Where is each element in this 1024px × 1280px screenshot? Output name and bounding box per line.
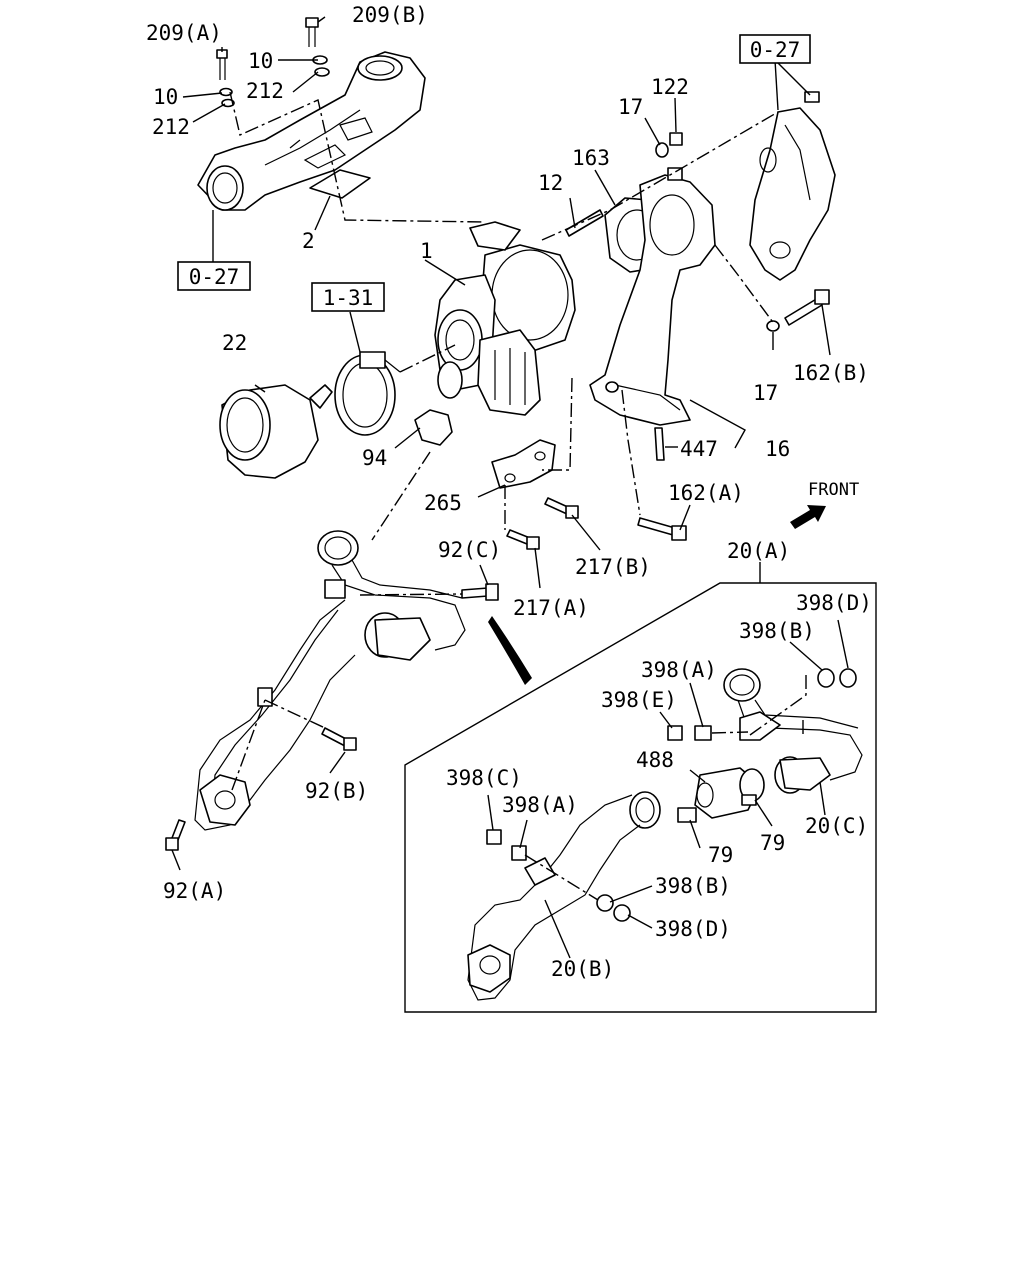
ref-1-31-label: 1-31 [323, 286, 374, 310]
part-labels: 209(A) 209(B) 10 212 10 212 2 1 12 163 1… [146, 3, 872, 981]
label-20c: 20(C) [805, 814, 868, 838]
label-92a: 92(A) [163, 879, 226, 903]
v-band-clamp-part [334, 351, 401, 436]
label-10-upper: 10 [248, 49, 273, 73]
front-direction-arrow-icon [790, 505, 826, 529]
leader-lines [171, 16, 849, 959]
inset-pipe-488-part [677, 767, 765, 823]
label-17-top: 17 [618, 95, 643, 119]
exhaust-elbow-part [197, 51, 426, 211]
view-indicator-arrow-icon [488, 616, 532, 685]
label-92c: 92(C) [438, 538, 501, 562]
label-398a-top: 398(A) [641, 658, 717, 682]
label-122: 122 [651, 75, 689, 99]
ref-box-0-27-left: 0-27 [177, 261, 251, 291]
inset-pipe-20b-part [467, 791, 661, 1001]
label-209a: 209(A) [146, 21, 222, 45]
detail-inset-box [404, 582, 877, 1013]
label-10-lower: 10 [153, 85, 178, 109]
label-398b-lower: 398(B) [655, 874, 731, 898]
bolt-92b-part [321, 727, 357, 751]
oil-pipe-assembly-part [194, 530, 466, 831]
bolt-209b-part [305, 17, 319, 47]
label-2: 2 [302, 229, 315, 253]
heat-shield-bracket-part [749, 91, 836, 281]
nut-122-part [669, 132, 683, 146]
label-162a: 162(A) [668, 481, 744, 505]
label-162b: 162(B) [793, 361, 869, 385]
label-398c: 398(C) [446, 766, 522, 790]
inset-pipe-20c-part [723, 668, 863, 794]
label-398e: 398(E) [601, 688, 677, 712]
inset-seals-398-part [486, 668, 857, 922]
gasket-94-part [414, 409, 453, 446]
dash-dot-alignment-lines [229, 91, 807, 901]
label-209b: 209(B) [352, 3, 428, 27]
label-398d-top: 398(D) [796, 591, 872, 615]
label-398d-lower: 398(D) [655, 917, 731, 941]
label-20a: 20(A) [727, 539, 790, 563]
label-488: 488 [636, 748, 674, 772]
label-212-lower: 212 [152, 115, 190, 139]
ref-box-0-27-top: 0-27 [739, 34, 811, 64]
label-79-right: 79 [760, 831, 785, 855]
gasket-2-part [309, 169, 371, 199]
label-92b: 92(B) [305, 779, 368, 803]
label-447: 447 [680, 437, 718, 461]
label-94: 94 [362, 446, 387, 470]
bolt-92a-part [165, 819, 186, 851]
bolt-217b-part [544, 497, 579, 519]
intake-elbow-22-part [219, 384, 333, 479]
exhaust-pipe-16-part [589, 167, 716, 426]
ref-box-1-31: 1-31 [311, 282, 385, 312]
label-17-right: 17 [753, 381, 778, 405]
bolt-162a-part [637, 517, 687, 541]
label-398b-top: 398(B) [739, 619, 815, 643]
label-398a-lower: 398(A) [502, 793, 578, 817]
bolt-162b-part [766, 289, 830, 332]
turbocharger-part [434, 221, 576, 416]
label-217b: 217(B) [575, 555, 651, 579]
label-163: 163 [572, 146, 610, 170]
ref-0-27-top-label: 0-27 [750, 38, 801, 62]
label-212-upper: 212 [246, 79, 284, 103]
label-20b: 20(B) [551, 957, 614, 981]
bolt-209a-part [216, 49, 228, 80]
washer-17-part [655, 142, 669, 158]
bolt-92c-part [461, 583, 499, 601]
label-265: 265 [424, 491, 462, 515]
bracket-265-part [491, 439, 556, 489]
label-217a: 217(A) [513, 596, 589, 620]
stud-447-part [654, 427, 665, 461]
label-16: 16 [765, 437, 790, 461]
ref-0-27-left-label: 0-27 [189, 265, 240, 289]
stud-12-part [565, 209, 604, 237]
label-79-left: 79 [708, 843, 733, 867]
label-22: 22 [222, 331, 247, 355]
label-front: FRONT [808, 480, 859, 500]
label-12: 12 [538, 171, 563, 195]
label-1: 1 [420, 239, 433, 263]
bolt-217a-part [506, 529, 540, 550]
